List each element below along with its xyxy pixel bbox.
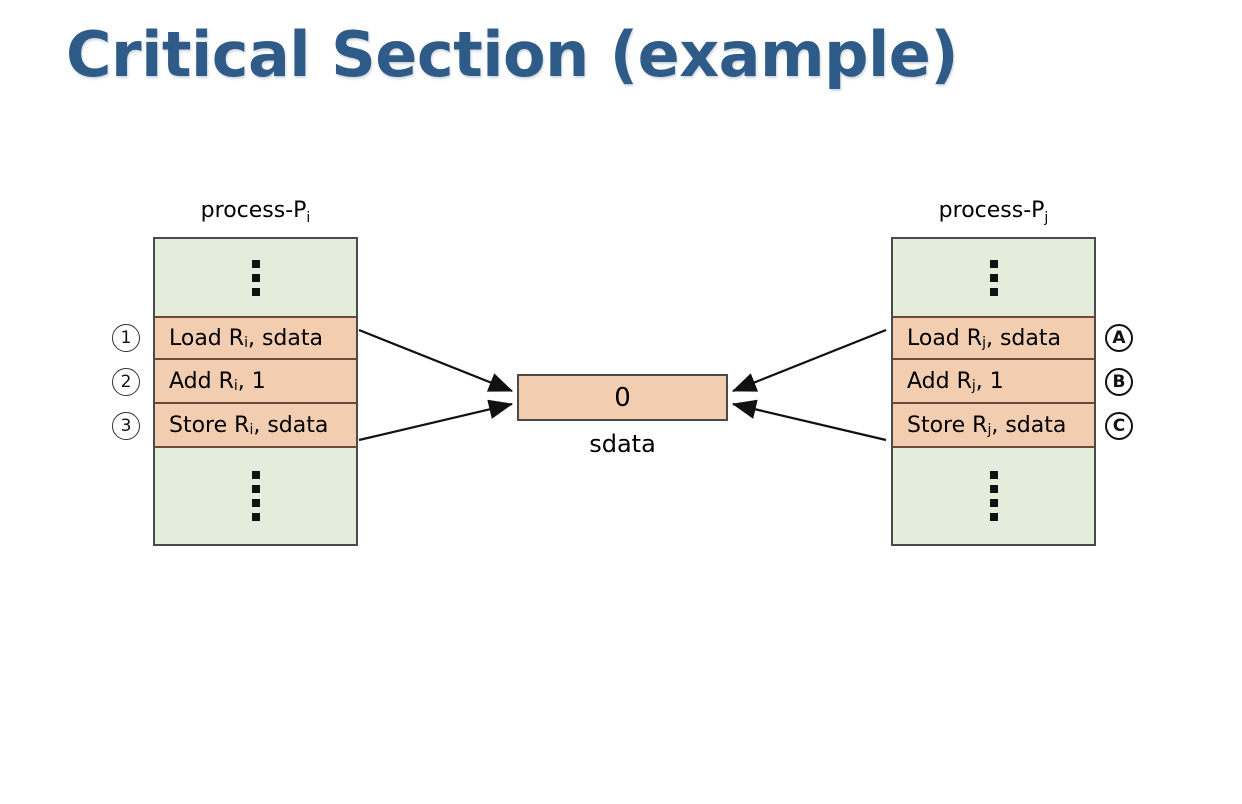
instruction-register-subscript: i (249, 422, 254, 438)
instruction-register-subscript: j (982, 335, 986, 351)
instruction-args: , 1 (237, 368, 266, 394)
step-marker-b: B (1105, 368, 1133, 396)
instruction-register-subscript: j (987, 422, 992, 438)
code-gap-bottom-left (155, 448, 356, 544)
code-gap-top-left (155, 239, 356, 316)
vertical-ellipsis-icon (989, 468, 998, 524)
step-marker-1: 1 (112, 324, 140, 352)
shared-variable-box: 0 (517, 374, 728, 421)
instruction-args: , sdata (253, 412, 329, 438)
step-marker-c: C (1105, 412, 1133, 440)
instruction-op: Store R (907, 412, 988, 438)
step-marker-3: 3 (112, 412, 140, 440)
code-gap-bottom-right (893, 448, 1094, 544)
instruction-args: , 1 (975, 368, 1004, 394)
vertical-ellipsis-icon (989, 257, 998, 299)
instruction-op: Store R (169, 412, 250, 438)
process-label-left-subscript: i (306, 210, 311, 226)
process-label-left-text: process-P (200, 198, 307, 223)
instruction-args: , sdata (985, 325, 1061, 351)
instruction-op: Load R (169, 325, 245, 351)
arrow-left-store-to-sdata (358, 399, 514, 442)
step-marker-a: A (1105, 324, 1133, 352)
process-label-right: process-Pj (891, 198, 1096, 226)
instruction-op: Load R (907, 325, 983, 351)
instruction-args: , sdata (991, 412, 1067, 438)
arrow-right-store-to-sdata (731, 399, 887, 442)
code-gap-top-right (893, 239, 1094, 316)
vertical-ellipsis-icon (251, 468, 260, 524)
instruction-register-subscript: i (244, 335, 248, 351)
process-label-right-text: process-P (938, 198, 1045, 223)
instruction-op: Add R (907, 368, 972, 394)
arrow-right-load-to-sdata (731, 328, 887, 393)
arrow-left-load-to-sdata (358, 328, 514, 393)
step-marker-2: 2 (112, 368, 140, 396)
page-title: Critical Section (example) (66, 18, 959, 91)
instruction-register-subscript: j (971, 378, 976, 394)
instruction-register-subscript: i (233, 378, 238, 394)
process-label-right-subscript: j (1044, 210, 1049, 226)
process-label-left: process-Pi (153, 198, 358, 226)
instruction-op: Add R (169, 368, 234, 394)
instruction-args: , sdata (247, 325, 323, 351)
shared-variable-label: sdata (589, 430, 656, 458)
vertical-ellipsis-icon (251, 257, 260, 299)
